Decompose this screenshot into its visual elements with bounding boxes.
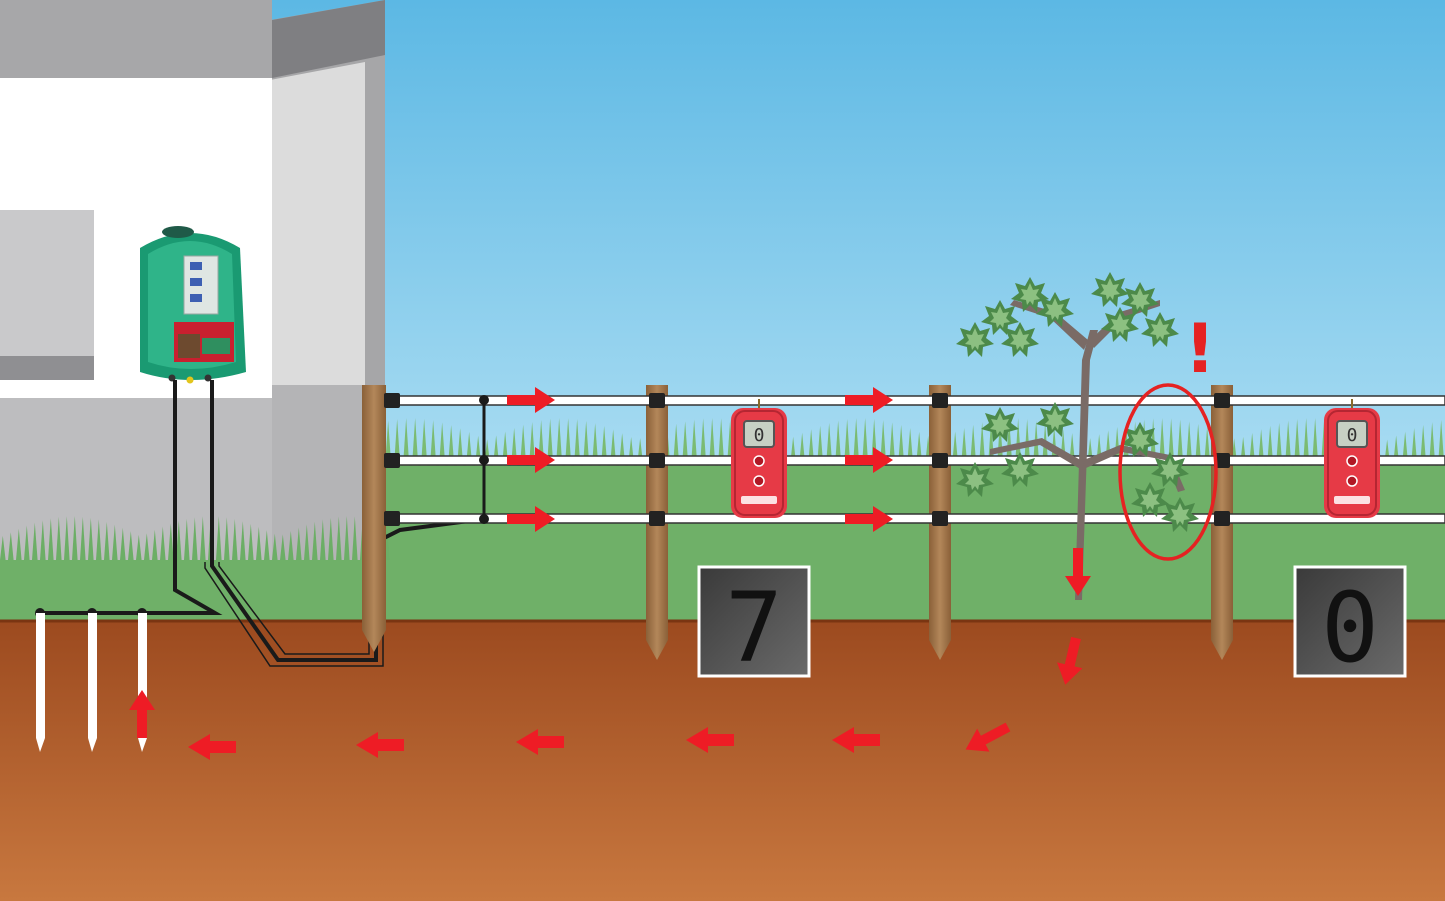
grass-tuft bbox=[1276, 422, 1283, 466]
grass-tuft bbox=[1438, 420, 1445, 466]
grass-tuft bbox=[232, 518, 238, 560]
fault-ring-icon bbox=[1118, 383, 1218, 561]
grass-tuft bbox=[128, 531, 134, 560]
grass-tuft bbox=[64, 516, 70, 560]
grass-tuft bbox=[574, 419, 581, 466]
grass-tuft bbox=[16, 528, 22, 560]
grass-tuft bbox=[72, 516, 78, 560]
grass-tuft bbox=[556, 418, 563, 466]
grass-tuft bbox=[104, 521, 110, 560]
grass-tuft bbox=[200, 516, 206, 560]
grass-tuft bbox=[682, 421, 689, 466]
grass-tuft bbox=[176, 520, 182, 560]
grass-tuft bbox=[862, 418, 869, 466]
grass-tuft bbox=[48, 518, 54, 560]
grass-tuft bbox=[8, 532, 14, 560]
grass-tuft bbox=[403, 418, 410, 466]
grass-tuft bbox=[889, 422, 896, 466]
grass-tuft bbox=[1186, 421, 1193, 466]
tree-icon bbox=[956, 272, 1199, 600]
grass-tuft bbox=[344, 516, 350, 560]
grass-tuft bbox=[248, 523, 254, 560]
grass-tuft bbox=[88, 517, 94, 560]
grass-tuft bbox=[336, 516, 342, 560]
grass-tuft bbox=[988, 420, 995, 466]
energizer-icon bbox=[140, 226, 246, 384]
grass-tuft bbox=[80, 516, 86, 560]
grass-tuft bbox=[56, 516, 62, 560]
grass-tuft bbox=[152, 529, 158, 560]
grass-tuft bbox=[718, 418, 725, 466]
grass-tuft bbox=[224, 517, 230, 560]
grass-tuft bbox=[136, 534, 142, 560]
grass-tuft bbox=[844, 419, 851, 466]
grass-tuft bbox=[184, 518, 190, 560]
grass-tuft bbox=[288, 530, 294, 560]
grass-tuft bbox=[1177, 419, 1184, 466]
grass-tuft bbox=[216, 516, 222, 560]
grass-tuft bbox=[547, 418, 554, 466]
grass-tuft bbox=[565, 418, 572, 466]
grass-tuft bbox=[430, 420, 437, 466]
grass-tuft bbox=[709, 418, 716, 466]
grass-tuft bbox=[280, 534, 286, 560]
grass-tuft bbox=[256, 526, 262, 560]
grass-tuft bbox=[1312, 418, 1319, 466]
grass-tuft bbox=[826, 422, 833, 466]
grass-tuft bbox=[421, 418, 428, 466]
grass-tuft bbox=[32, 522, 38, 560]
grass-tuft bbox=[112, 524, 118, 560]
grass-tuft bbox=[700, 418, 707, 466]
grass-tuft bbox=[320, 519, 326, 560]
grass-tuft bbox=[328, 517, 334, 560]
grass-tuft bbox=[853, 418, 860, 466]
grass-tuft bbox=[691, 419, 698, 466]
grass-tuft bbox=[24, 525, 30, 560]
grass-tuft bbox=[979, 422, 986, 466]
tester-display-1: 7 bbox=[697, 565, 811, 684]
jumper-wire bbox=[479, 395, 489, 524]
building-window bbox=[0, 210, 94, 380]
grass-tuft bbox=[835, 420, 842, 466]
grass-tuft bbox=[96, 519, 102, 560]
grass-tuft bbox=[240, 521, 246, 560]
grass-tuft bbox=[1006, 418, 1013, 466]
grass-tuft bbox=[1303, 418, 1310, 466]
grass-tuft bbox=[352, 516, 358, 560]
grass-tuft bbox=[1294, 419, 1301, 466]
tester-display-2: 0 bbox=[1293, 565, 1407, 684]
grass-tuft bbox=[304, 524, 310, 560]
grass-tuft bbox=[583, 420, 590, 466]
grass-tuft bbox=[439, 422, 446, 466]
insulators bbox=[384, 393, 1230, 526]
grass-tuft bbox=[120, 527, 126, 560]
grass-tuft bbox=[312, 521, 318, 560]
grass-tuft bbox=[160, 526, 166, 560]
energizer-cables bbox=[40, 380, 485, 662]
grass-tuft bbox=[997, 418, 1004, 466]
tester-reading-2: 0 bbox=[1321, 572, 1379, 684]
grass-tuft bbox=[272, 533, 278, 560]
grass-tuft bbox=[296, 527, 302, 560]
tester-reading-1: 7 bbox=[725, 572, 783, 684]
grass-tuft bbox=[264, 530, 270, 560]
grass-tuft bbox=[412, 418, 419, 466]
grass-tuft bbox=[192, 517, 198, 560]
grass-tuft bbox=[1285, 420, 1292, 466]
building bbox=[0, 0, 385, 560]
warning-mark: ! bbox=[1184, 310, 1215, 389]
grass-tuft bbox=[168, 523, 174, 560]
grass-tuft bbox=[40, 520, 46, 560]
grass-tuft bbox=[144, 533, 150, 560]
grass-tuft bbox=[0, 535, 6, 560]
grass-tuft bbox=[1429, 422, 1436, 466]
